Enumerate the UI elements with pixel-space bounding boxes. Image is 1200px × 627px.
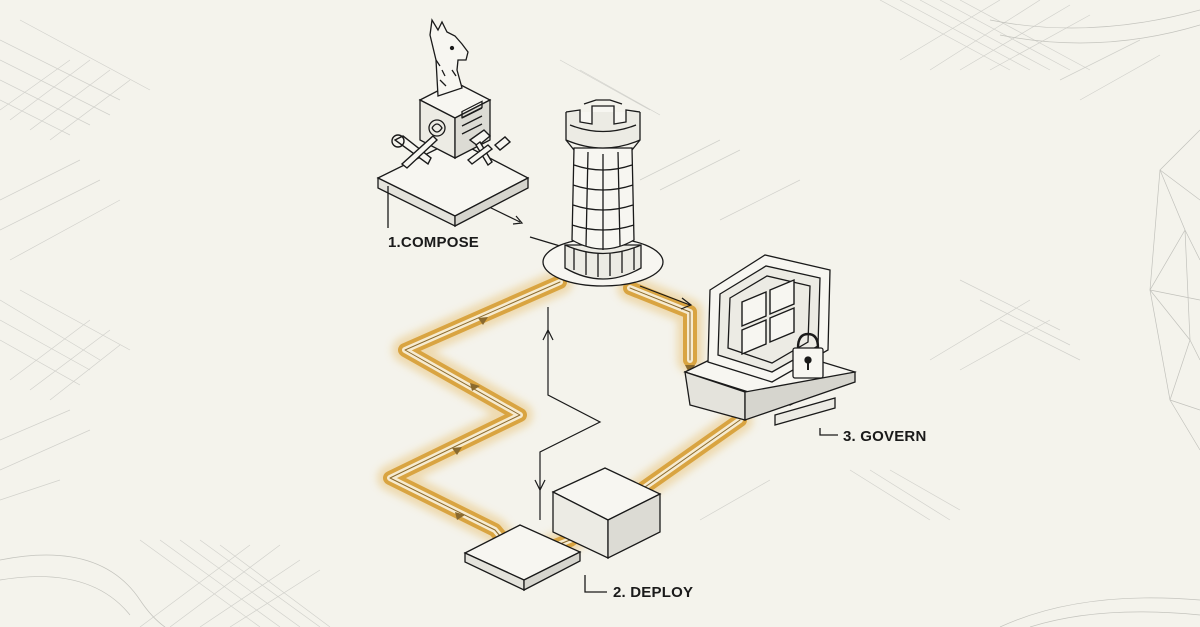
govern-station xyxy=(683,254,857,436)
rook-tower-icon xyxy=(542,99,664,287)
grid-left xyxy=(0,289,131,501)
grid-top-right xyxy=(879,0,1161,101)
arrow-icon xyxy=(452,447,462,455)
govern-leader-line xyxy=(819,428,838,436)
step-label-deploy: 2. DEPLOY xyxy=(613,584,694,601)
hammer-icon xyxy=(468,129,492,147)
grid-right xyxy=(849,279,1081,521)
llama-icon xyxy=(429,18,469,97)
hammer-icon xyxy=(493,136,512,151)
wave-lines xyxy=(0,9,1200,627)
grid-bottom-left xyxy=(139,539,331,627)
arrow-icon xyxy=(680,297,693,310)
arrow-icon xyxy=(470,383,480,391)
arrow-icon xyxy=(478,317,488,325)
arrow-icon xyxy=(534,479,546,492)
deploy-box xyxy=(551,467,662,560)
mesh-right-edge xyxy=(1149,129,1200,451)
deploy-leader-line xyxy=(584,575,607,593)
tower-crown xyxy=(565,112,641,149)
step-label-compose: 1.COMPOSE xyxy=(388,234,479,251)
tools-icon xyxy=(391,129,512,169)
connector-base-to-tower xyxy=(529,236,561,247)
connector-deploy-up xyxy=(539,307,602,520)
arrow-icon xyxy=(512,215,524,225)
deploy-station xyxy=(463,467,662,593)
arrow-icon xyxy=(455,512,465,520)
windows-logo-icon xyxy=(741,278,795,356)
padlock-icon xyxy=(792,332,824,379)
connector-tower-to-govern xyxy=(639,285,691,306)
compose-station xyxy=(376,18,530,228)
step-label-govern: 3. GOVERN xyxy=(843,428,927,445)
screwdriver-icon xyxy=(400,135,439,169)
grid-top-left xyxy=(0,19,151,261)
arrow-icon xyxy=(542,328,554,341)
